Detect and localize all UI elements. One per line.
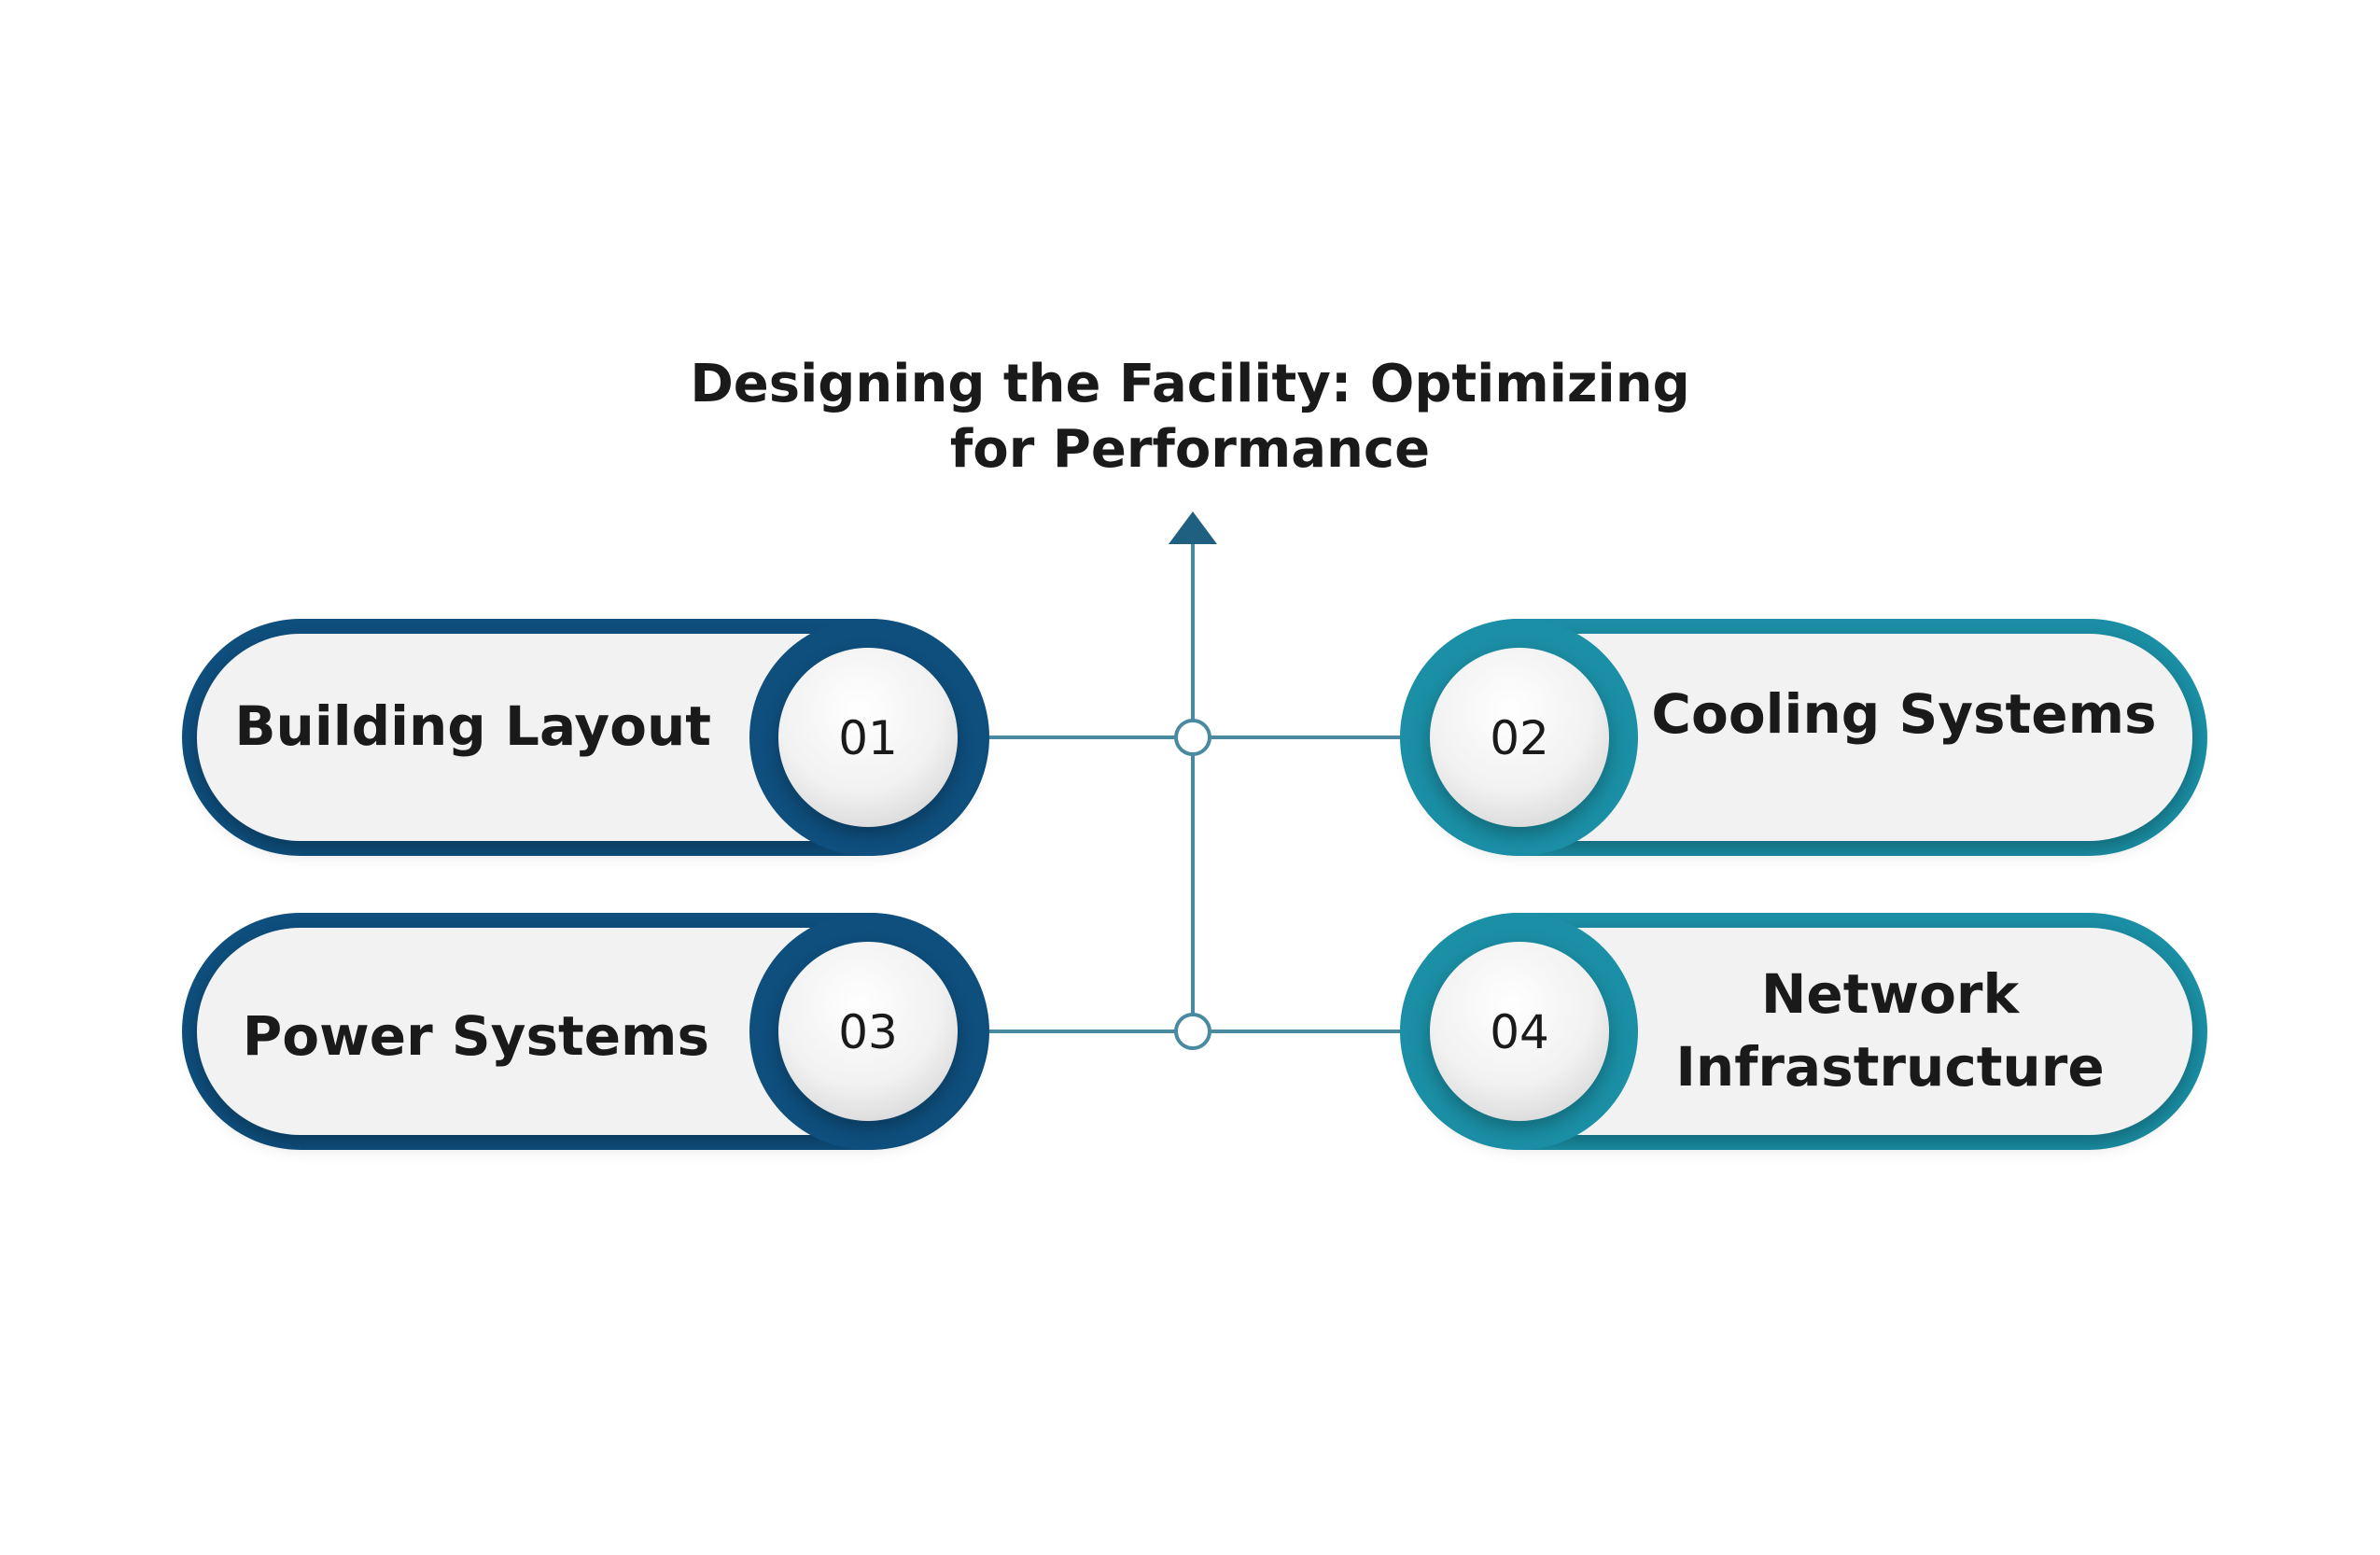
item-label: Power Systems [243, 1004, 709, 1068]
item-number: 03 [838, 1005, 898, 1059]
title-line-2: for Performance [950, 419, 1430, 480]
number-badge [1430, 942, 1609, 1121]
number-badge [778, 648, 958, 827]
item-number: 02 [1490, 711, 1549, 765]
number-badge [1430, 648, 1609, 827]
item-label: Cooling Systems [1651, 682, 2156, 746]
item-card-building-layout: 01 Building Layout [182, 619, 989, 856]
title-line-1: Designing the Facility: Optimizing [690, 354, 1689, 414]
central-connector [989, 511, 1400, 1050]
junction-node-top [1174, 719, 1211, 756]
item-label-line-1: Network [1761, 962, 2021, 1026]
item-card-cooling-systems: 02 Cooling Systems [1400, 619, 2207, 856]
junction-node-bottom [1174, 1013, 1211, 1050]
item-number: 01 [838, 711, 898, 765]
item-number: 04 [1490, 1005, 1549, 1059]
number-badge [778, 942, 958, 1121]
item-label-line-2: Infrastructure [1675, 1035, 2104, 1099]
item-card-network-infrastructure: 04 Network Infrastructure [1400, 913, 2207, 1150]
item-label: Building Layout [234, 694, 711, 758]
diagram-title: Designing the Facility: Optimizing for P… [690, 354, 1689, 480]
item-card-power-systems: 03 Power Systems [182, 913, 989, 1150]
arrow-up-icon [1169, 511, 1217, 544]
